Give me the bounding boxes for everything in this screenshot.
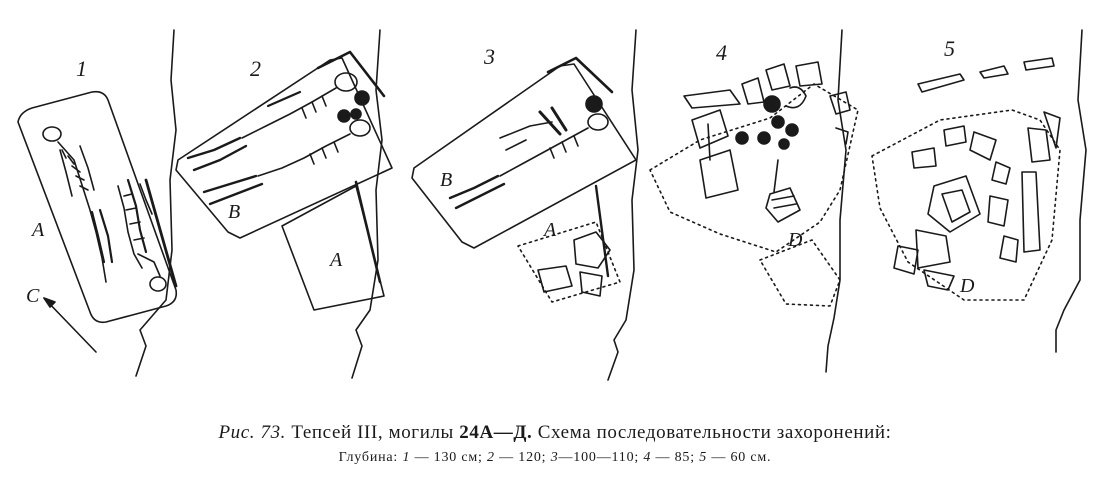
depth-1-number: 1 xyxy=(402,450,411,465)
skeleton-1 xyxy=(186,72,358,172)
panel-3-plan xyxy=(411,29,639,381)
panel-3-number: 3 xyxy=(483,44,495,69)
panel-2-label-b: B xyxy=(228,201,240,223)
pot xyxy=(350,108,362,120)
pot xyxy=(757,131,771,145)
pot xyxy=(778,138,790,150)
grave-pit-outline xyxy=(871,109,1061,301)
panel-5-label-d: D xyxy=(959,275,975,297)
panel-1-number: 1 xyxy=(76,56,87,81)
panel-2-label-a: A xyxy=(328,249,343,271)
panel-1-label-c: C xyxy=(26,285,40,307)
skeleton-1 xyxy=(448,113,609,210)
section-edge-line xyxy=(607,29,639,381)
panel-2-number: 2 xyxy=(250,56,261,81)
skeleton-2 xyxy=(117,178,167,292)
depth-4-value: — 85; xyxy=(655,450,695,465)
grave-pit-a-outline xyxy=(517,221,621,303)
arrow-head xyxy=(43,297,56,308)
depth-2-number: 2 xyxy=(487,450,495,465)
depth-4-number: 4 xyxy=(643,450,652,465)
section-edge-line xyxy=(825,29,847,373)
pot xyxy=(771,115,785,129)
section-edge-line xyxy=(1055,29,1087,353)
panel-5-number: 5 xyxy=(944,36,955,61)
depth-2-value: — 120; xyxy=(499,450,547,465)
panel-4-plan xyxy=(649,29,859,373)
direction-arrow xyxy=(43,297,97,353)
grave-pit-b-outline xyxy=(175,57,393,239)
section-edge-line xyxy=(135,29,177,377)
depth-3-value: —100—110; xyxy=(558,450,640,465)
grave-pit-a-outline xyxy=(281,185,385,311)
panel-1-label-a: A xyxy=(30,219,45,241)
grave-pit-outline xyxy=(649,83,859,253)
depth-caption: Глубина: 1 — 130 см; 2 — 120; 3—100—110;… xyxy=(0,450,1110,466)
depth-5-number: 5 xyxy=(699,450,708,465)
panel-4-label-d: D xyxy=(787,229,803,251)
pot xyxy=(337,109,351,123)
burial-sequence-figure: 1 2 3 4 5 A C B A B A D D xyxy=(17,29,1087,381)
grave-pit-b-outline xyxy=(411,63,637,249)
depth-label: Глубина: xyxy=(338,450,399,465)
section-edge-line xyxy=(351,29,383,379)
pot xyxy=(763,95,781,113)
panel-1-plan xyxy=(17,29,178,377)
pot xyxy=(585,95,603,113)
caption-site: Тепсей III, могилы xyxy=(291,422,454,443)
grave-pit-a-outline xyxy=(17,90,178,324)
caption-title: Схема последовательности захоронений: xyxy=(537,422,892,443)
panel-5-plan xyxy=(871,29,1087,353)
caption-graves: 24А—Д. xyxy=(459,422,533,443)
figure-reference: Рис. 73. xyxy=(218,422,287,443)
figure-caption: Рис. 73. Тепсей III, могилы 24А—Д. Схема… xyxy=(0,422,1110,444)
panel-4-number: 4 xyxy=(716,40,727,65)
pot xyxy=(354,90,370,106)
panel-3-label-b: B xyxy=(440,169,452,191)
panel-2-plan xyxy=(175,29,393,379)
skeleton-2 xyxy=(202,119,371,206)
panel-3-label-a: A xyxy=(542,219,557,241)
skeleton-1 xyxy=(42,126,114,283)
pot xyxy=(735,131,749,145)
grave-edge-line xyxy=(144,178,178,288)
depth-5-value: — 60 см. xyxy=(711,450,772,465)
depth-3-number: 3 xyxy=(550,450,559,465)
depth-1-value: — 130 см; xyxy=(414,450,483,465)
pot xyxy=(785,123,799,137)
